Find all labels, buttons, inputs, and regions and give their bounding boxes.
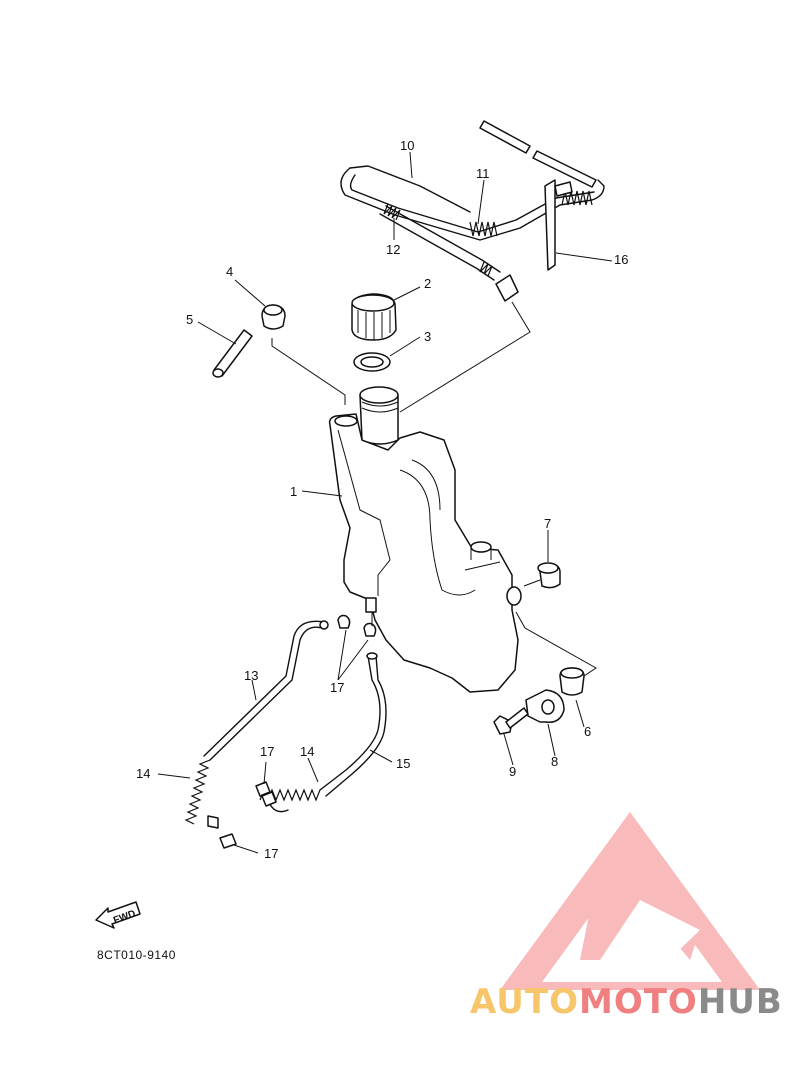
callout-label: 5 xyxy=(186,312,193,327)
callout-label: 1 xyxy=(290,484,297,499)
leader-lines xyxy=(157,151,613,854)
callout-numbers: 1 2 3 4 5 6 7 8 9 10 11 12 13 14 14 15 1… xyxy=(136,138,628,861)
callout-label: 2 xyxy=(424,276,431,291)
watermark-part-hub: HUB xyxy=(697,982,783,1022)
callout-label: 12 xyxy=(386,242,400,257)
watermark-part-moto: MOTO xyxy=(578,982,698,1022)
forward-arrow-icon: FWD xyxy=(95,901,141,929)
callout-label: 9 xyxy=(509,764,516,779)
callout-label: 3 xyxy=(424,329,431,344)
callout-label: 17 xyxy=(264,846,278,861)
watermark-part-auto: AUTO xyxy=(470,982,579,1022)
grommet-lower xyxy=(559,667,585,696)
callout-label: 17 xyxy=(330,680,344,695)
callout-label: 15 xyxy=(396,756,410,771)
drawing-code: 8CT010-9140 xyxy=(97,948,176,962)
mounting-bolt xyxy=(493,707,529,735)
callout-label: 14 xyxy=(300,744,314,759)
callout-label: 4 xyxy=(226,264,233,279)
grommet-upper xyxy=(537,562,561,589)
reservoir-tank xyxy=(328,386,522,693)
callout-label: 11 xyxy=(476,166,490,181)
callout-label: 16 xyxy=(614,252,628,267)
cap-gasket xyxy=(353,352,391,372)
reservoir-cap xyxy=(351,293,397,341)
rubber-plug xyxy=(261,304,286,330)
callout-label: 17 xyxy=(260,744,274,759)
breather-hose-assembly xyxy=(340,120,605,302)
watermark-logo-icon xyxy=(500,812,760,990)
callout-label: 7 xyxy=(544,516,551,531)
callout-label: 13 xyxy=(244,668,258,683)
callout-label: 10 xyxy=(400,138,414,153)
callout-label: 14 xyxy=(136,766,150,781)
drain-hose-assembly xyxy=(184,612,387,849)
mounting-bracket xyxy=(525,689,565,723)
watermark-text: AUTOMOTOHUB xyxy=(470,985,783,1019)
callout-label: 8 xyxy=(551,754,558,769)
callout-label: 6 xyxy=(584,724,591,739)
overflow-pipe xyxy=(212,329,253,378)
